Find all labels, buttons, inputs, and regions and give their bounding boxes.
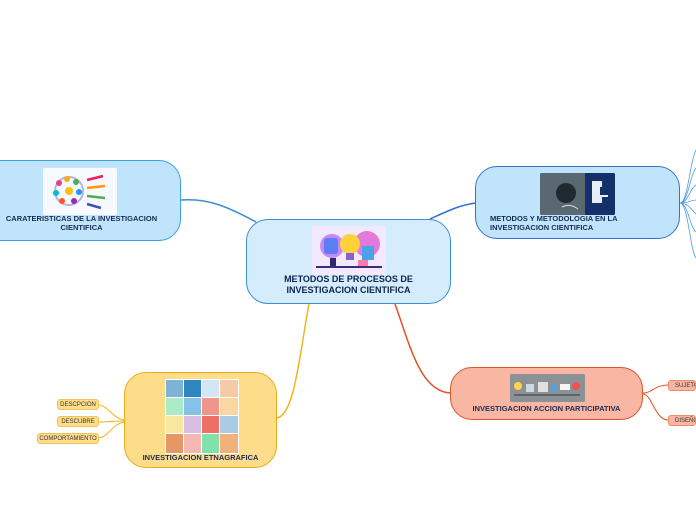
metodos-image <box>540 173 615 215</box>
sub-branch-descpcion <box>97 404 125 421</box>
metodos-label: METODOS Y METODOLOGIA EN LA INVESTIGACIO… <box>490 214 618 232</box>
subtopic-descubre[interactable]: DESCUBRE <box>57 416 99 427</box>
branch-accion <box>394 303 452 394</box>
topic-accion[interactable]: INVESTIGACION ACCION PARTICIPATIVA <box>450 367 643 420</box>
branch-etnografica <box>276 303 310 419</box>
sub-branch-comportamiento <box>97 421 125 439</box>
subtopic-sujeto[interactable]: SUJETO <box>668 380 696 391</box>
subtopic-diseno[interactable]: DISEÑO <box>668 415 696 426</box>
accion-image <box>510 374 585 402</box>
sub-branches-metodos <box>679 149 696 259</box>
topic-etnografica[interactable]: INVESTIGACION ETNAGRAFICA <box>124 372 277 468</box>
caracteristicas-label: CARATERISTICAS DE LA INVESTIGACION CIENT… <box>5 214 158 232</box>
subtopic-descpcion[interactable]: DESCPCION <box>57 399 99 410</box>
sub-branch-sujeto <box>642 384 669 394</box>
sub-branch-diseno <box>642 393 669 421</box>
central-topic[interactable]: METODOS DE PROCESOS DE INVESTIGACION CIE… <box>246 219 451 304</box>
sub-branch-descubre <box>97 420 125 423</box>
branch-metodos <box>429 202 477 220</box>
subtopic-comportamiento[interactable]: COMPORTAMIENTO <box>37 433 99 444</box>
topic-caracteristicas[interactable]: CARATERISTICAS DE LA INVESTIGACION CIENT… <box>0 160 181 241</box>
topic-metodos[interactable]: METODOS Y METODOLOGIA EN LA INVESTIGACIO… <box>475 166 680 239</box>
etnografica-label: INVESTIGACION ETNAGRAFICA <box>142 453 259 462</box>
caracteristicas-image <box>43 168 117 215</box>
branch-caracteristicas <box>180 198 257 223</box>
central-title: METODOS DE PROCESOS DE INVESTIGACION CIE… <box>284 274 413 295</box>
central-image <box>312 226 386 275</box>
etnografica-image <box>165 379 239 454</box>
accion-label: INVESTIGACION ACCION PARTICIPATIVA <box>472 404 621 413</box>
